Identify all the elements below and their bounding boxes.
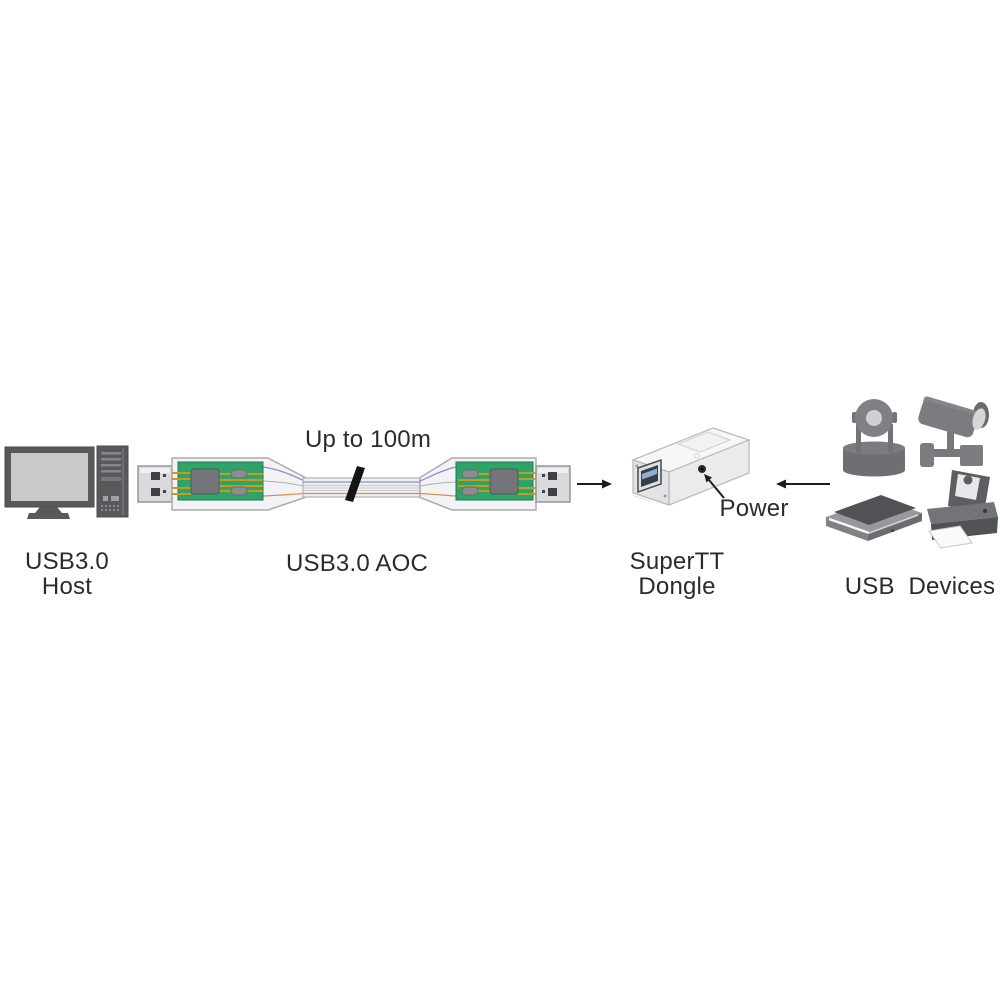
printer-icon (927, 470, 998, 549)
host-label-line1: USB3.0 (25, 548, 109, 575)
host-label: USB3.0 Host (2, 549, 132, 599)
cable-connector-housing-left (171, 457, 307, 511)
usb-a-plug-left-icon (137, 465, 173, 503)
arrow-left-icon (770, 474, 835, 494)
cable-length-label: Up to 100m (304, 426, 432, 453)
dongle-label-line2: Dongle (638, 573, 716, 600)
optical-cable (302, 477, 423, 498)
webcam-icon (843, 399, 905, 477)
usb-devices-group (815, 378, 1000, 568)
dongle-label: SuperTT Dongle (597, 549, 757, 599)
cable-connector-housing-right (418, 457, 537, 511)
power-jack-pointer-arrow-icon (704, 474, 725, 499)
monitor-icon (4, 446, 95, 519)
dongle-label-line1: SuperTT (629, 548, 725, 575)
desktop-computer-icon (0, 440, 135, 525)
devices-label: USB Devices (844, 573, 996, 600)
scanner-icon (826, 495, 922, 541)
supertt-dongle-icon (620, 412, 805, 512)
usb3-aoc-cable-icon (130, 450, 580, 520)
length-break-mark-icon (345, 466, 365, 502)
computer-tower-icon (96, 445, 129, 518)
cctv-camera-icon (918, 396, 989, 467)
cable-label: USB3.0 AOC (285, 550, 429, 577)
power-label: Power (719, 495, 789, 522)
pcb-left (172, 461, 264, 501)
pcb-right (455, 461, 536, 501)
usb-a-plug-right-icon (535, 465, 571, 503)
arrow-right-icon (575, 474, 615, 494)
host-label-line2: Host (41, 573, 93, 600)
dongle-usb-port-icon (637, 458, 662, 494)
